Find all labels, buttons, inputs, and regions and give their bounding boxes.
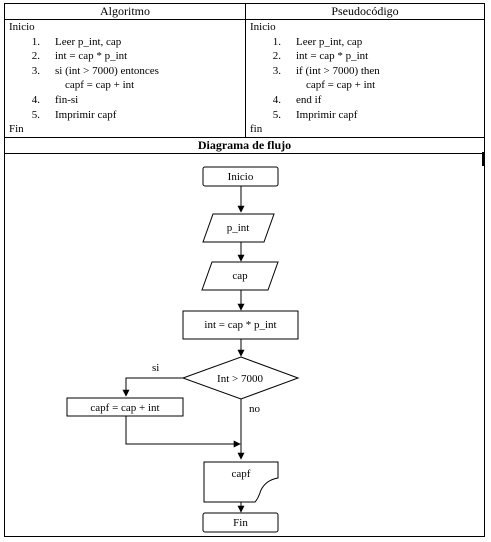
- pseudocode-step: 4. end if: [250, 93, 480, 108]
- algorithm-header: Algoritmo: [100, 4, 150, 18]
- output-shape-capf: [203, 461, 279, 503]
- algorithm-start: Inicio: [9, 20, 241, 35]
- connector-decision-yes: [122, 377, 183, 397]
- pseudocode-start-text: Inicio: [250, 21, 276, 33]
- step-number: 2.: [31, 50, 40, 63]
- start-terminal-label: Inicio: [228, 171, 254, 183]
- input-parallelogram-cap: [201, 261, 279, 291]
- step-text: if (int > 7000) then: [296, 64, 380, 77]
- algorithm-step: 5. Imprimir capf: [9, 108, 241, 123]
- process-calc-capf: [66, 397, 184, 417]
- pseudocode-header: Pseudocódigo: [331, 4, 399, 18]
- step-number: 3.: [31, 64, 40, 77]
- input-pint-label: p_int: [227, 222, 250, 234]
- input-parallelogram-pint: [202, 213, 275, 243]
- algorithm-step: 3. si (int > 7000) entonces: [9, 64, 241, 79]
- algorithm-start-text: Inicio: [9, 21, 35, 33]
- pseudocode-step: 3. if (int > 7000) then: [250, 64, 480, 79]
- algorithm-step: 2. int = cap * p_int: [9, 49, 241, 64]
- algorithm-step: 1. Leer p_int, cap: [9, 35, 241, 50]
- step-text: Imprimir capf: [55, 108, 117, 121]
- start-terminal: [202, 166, 279, 187]
- process-calc-int-label: int = cap * p_int: [204, 319, 276, 331]
- table-bottom-divider: [5, 137, 484, 138]
- process-calc-capf-label: capf = cap + int: [90, 402, 159, 414]
- pseudocode-start: Inicio: [250, 20, 480, 35]
- flowchart-title: Diagrama de flujo: [197, 138, 292, 152]
- pseudocode-end-text: fin: [250, 123, 263, 136]
- output-capf-label: capf: [232, 468, 251, 480]
- step-text: Leer p_int, cap: [296, 35, 363, 48]
- step-number: 1.: [31, 35, 40, 48]
- step-text: end if: [296, 93, 322, 106]
- side-marker: [482, 152, 485, 166]
- step-text: fin-si: [55, 93, 79, 106]
- pseudocode-step: 2. int = cap * p_int: [250, 49, 480, 64]
- algorithm-end: Fin: [9, 122, 241, 137]
- connector-process2-merge: [125, 416, 241, 448]
- decision-diamond: [181, 356, 300, 400]
- pseudocode-column: Inicio 1. Leer p_int, cap 2. int = cap * p…: [250, 20, 480, 137]
- no-branch-label: no: [249, 403, 261, 415]
- step-text: si (int > 7000) entonces: [55, 64, 159, 77]
- step-number: 5.: [272, 108, 281, 121]
- pseudocode-end: fin: [250, 122, 480, 137]
- step-number: 1.: [272, 35, 281, 48]
- step-number: 4.: [272, 93, 281, 106]
- column-divider: [245, 4, 246, 137]
- step-text: capf = cap + int: [65, 79, 135, 92]
- end-terminal-label: Fin: [233, 517, 248, 529]
- process-calc-int: [182, 310, 299, 340]
- pseudocode-step-continuation: capf = cap + int: [250, 78, 480, 93]
- step-text: Leer p_int, cap: [55, 35, 122, 48]
- algorithm-column: Inicio 1. Leer p_int, cap 2. int = cap * p…: [9, 20, 241, 137]
- end-terminal: [202, 512, 279, 533]
- step-number: 5.: [31, 108, 40, 121]
- step-text: capf = cap + int: [306, 79, 376, 92]
- step-text: int = cap * p_int: [296, 50, 369, 63]
- algorithm-end-text: Fin: [9, 123, 24, 136]
- title-divider: [5, 153, 484, 154]
- document-frame: Algoritmo Pseudocódigo Inicio 1. Leer p_i…: [4, 3, 485, 537]
- step-text: int = cap * p_int: [55, 50, 128, 63]
- decision-label: Int > 7000: [217, 373, 263, 385]
- step-number: 2.: [272, 50, 281, 63]
- step-number: 4.: [31, 93, 40, 106]
- pseudocode-step: 5. Imprimir capf: [250, 108, 480, 123]
- algorithm-step-continuation: capf = cap + int: [9, 78, 241, 93]
- step-text: Imprimir capf: [296, 108, 358, 121]
- yes-branch-label: si: [152, 362, 159, 374]
- step-number: 3.: [272, 64, 281, 77]
- input-cap-label: cap: [232, 270, 248, 282]
- header-divider: [5, 19, 484, 20]
- pseudocode-step: 1. Leer p_int, cap: [250, 35, 480, 50]
- algorithm-step: 4. fin-si: [9, 93, 241, 108]
